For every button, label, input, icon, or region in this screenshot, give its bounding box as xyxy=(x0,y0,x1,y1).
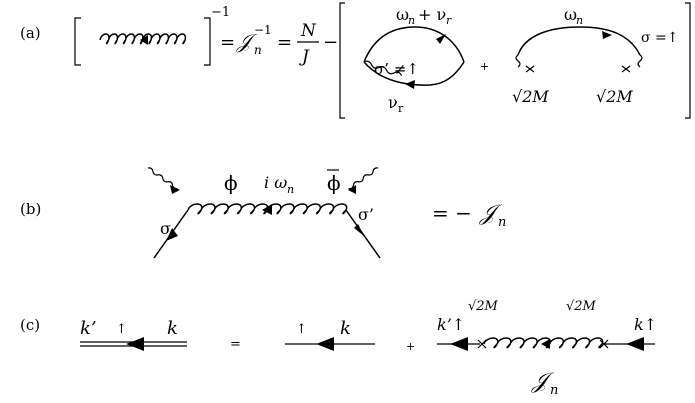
wavy-left xyxy=(363,60,403,76)
nu-r-label: ν xyxy=(388,93,398,112)
equals-minus-b: = − xyxy=(432,201,472,225)
k-up-label: k↑ xyxy=(634,315,657,334)
omega-label: ω xyxy=(396,5,409,24)
loop2-arc xyxy=(517,26,641,56)
i-omega-subscript: n xyxy=(287,183,294,196)
up-arrow-2: ↑ xyxy=(296,322,307,337)
J-subscript-b: n xyxy=(498,215,506,230)
loop2-wavy-right xyxy=(637,54,643,68)
nu-subscript: r xyxy=(446,14,452,27)
sigma-prime-b: σ’ xyxy=(358,205,374,224)
k-label-2: k xyxy=(340,318,351,339)
panel-b: (b) ϕ i ω n ϕ σ σ’ = − 𝒥 n xyxy=(20,167,506,259)
k-prime-label: k’ xyxy=(80,318,97,339)
loop-lower-arrow xyxy=(405,80,415,89)
loop2-wavy-left xyxy=(515,54,521,68)
J-superscript: −1 xyxy=(254,23,272,37)
panel-a: (a) −1 = 𝒥 n −1 = N J − ω n + ν r σ’ ≠↑ … xyxy=(20,2,691,119)
equals-1: = xyxy=(220,32,235,53)
plus-small: + xyxy=(480,60,489,73)
minus-sign: − xyxy=(323,32,338,53)
fraction-denominator: J xyxy=(299,47,310,67)
external-right-arrow xyxy=(626,337,644,351)
plus-c: + xyxy=(406,340,415,353)
photon-left-arrow xyxy=(170,185,180,194)
fermion-right-arrow xyxy=(354,224,364,236)
fraction-numerator: N xyxy=(300,21,317,41)
J-subscript-c: n xyxy=(550,383,558,398)
inverse-exponent: −1 xyxy=(211,5,230,20)
photon-right xyxy=(348,167,379,190)
external-left-arrow xyxy=(450,337,468,351)
panel-b-label: (b) xyxy=(20,200,41,218)
sqrt2M-left: √2M xyxy=(512,87,549,106)
sigma-prime-label: σ’ ≠↑ xyxy=(374,60,419,78)
panel-c: (c) k’ ↑ k = ↑ k + k’↑ √2M √2M k↑ 𝒥 n xyxy=(20,299,657,398)
sigma-label: σ xyxy=(160,219,171,238)
omega-n-sub-right: n xyxy=(576,14,583,27)
equals-2: = xyxy=(277,32,292,53)
equals-c: = xyxy=(230,337,241,352)
k-prime-up-label: k’↑ xyxy=(437,315,465,334)
sqrt2M-right: √2M xyxy=(596,87,633,106)
up-arrow-1: ↑ xyxy=(116,322,127,337)
loop2-arrow xyxy=(602,31,612,39)
phi-label: ϕ xyxy=(224,171,238,195)
gluon-arrow-b xyxy=(262,204,272,215)
fermion-left-arrow xyxy=(166,228,178,241)
double-line-arrow xyxy=(126,337,144,351)
k-label: k xyxy=(167,318,178,339)
loop-upper-line xyxy=(363,26,465,63)
omega-n-label-right: ω xyxy=(564,5,577,24)
loop-upper-arrow xyxy=(436,34,446,44)
nu-r-subscript: r xyxy=(398,102,404,115)
phi-bar-label: ϕ xyxy=(327,171,341,195)
propagator-arrow xyxy=(140,35,148,45)
panel-c-label: (c) xyxy=(20,316,40,334)
J-subscript: n xyxy=(254,43,262,57)
panel-a-label: (a) xyxy=(20,24,41,42)
omega-subscript: n xyxy=(408,14,415,27)
sigma-up-label: σ =↑ xyxy=(641,30,678,46)
big-right-bracket xyxy=(685,2,691,119)
big-left-bracket xyxy=(339,2,345,119)
sqrt2M-c-left: √2M xyxy=(468,299,499,314)
vertex-cross-right xyxy=(621,65,631,73)
photon-right-arrow xyxy=(348,185,356,194)
sqrt2M-c-right: √2M xyxy=(566,299,597,314)
plus-nu-label: + ν xyxy=(418,5,446,24)
loop-lower-wavy xyxy=(363,61,465,86)
single-line-arrow xyxy=(316,337,334,351)
photon-left xyxy=(147,167,178,190)
vertex-cross-left xyxy=(525,65,535,73)
i-omega-label: i ω xyxy=(264,173,287,192)
gluon-arrow-c xyxy=(541,339,550,349)
right-bracket xyxy=(204,17,211,66)
left-bracket xyxy=(74,17,81,66)
